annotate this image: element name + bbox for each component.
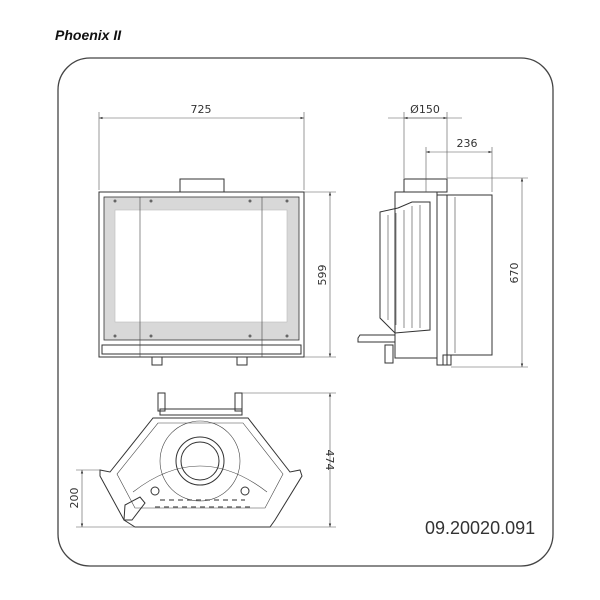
product-title: Phoenix II (55, 27, 122, 43)
front-view: 725 599 (98, 103, 336, 366)
dimension-725: 725 (191, 103, 212, 116)
dimension-474: 474 (323, 450, 336, 471)
drawing-code: 09.20020.091 (425, 518, 535, 538)
dimension-670: 670 (508, 263, 521, 284)
top-view: 474 200 (68, 392, 336, 528)
dimension-236: 236 (457, 137, 478, 150)
drawing-frame (57, 57, 554, 567)
side-view: Ø150 236 670 (357, 103, 528, 368)
dimension-599: 599 (316, 265, 329, 286)
dimension-200: 200 (68, 488, 81, 509)
dimension-flue-diameter: Ø150 (410, 103, 440, 116)
